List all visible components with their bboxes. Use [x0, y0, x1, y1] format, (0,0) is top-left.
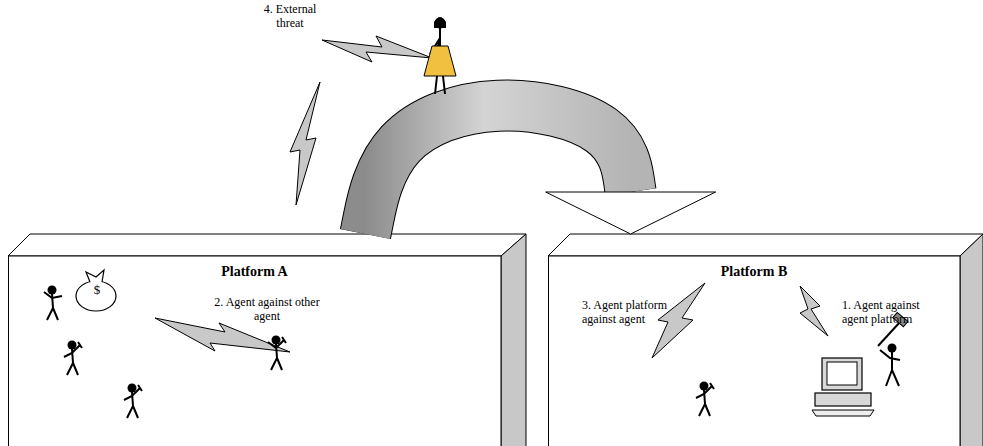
figure-head — [128, 384, 137, 393]
box-front-face — [9, 256, 502, 446]
figure-body — [268, 337, 286, 370]
lightning-bolt — [290, 82, 320, 205]
arrow-head — [546, 192, 716, 234]
platform-box: Platform A — [8, 234, 526, 446]
figure-body — [64, 342, 82, 375]
figure-body — [696, 383, 714, 416]
box-front-face — [549, 256, 961, 446]
box-top-face — [8, 234, 526, 256]
platform-box: Platform B — [548, 234, 983, 446]
computer-keyboard — [812, 410, 874, 416]
migration-arrow — [365, 105, 715, 234]
stick-figure — [696, 382, 714, 417]
figure-head — [436, 20, 445, 29]
threat-label: 4. External threat — [250, 3, 330, 31]
figure-hair — [434, 17, 446, 28]
figure-body — [44, 292, 62, 320]
computer-screen — [827, 362, 857, 385]
lightning-bolt — [800, 286, 828, 336]
stick-figure — [424, 17, 456, 94]
stick-figure — [880, 344, 900, 387]
platform-title: Platform B — [548, 264, 960, 280]
money-bag-tie — [86, 270, 104, 282]
stick-figure — [64, 341, 82, 376]
figure-dress — [424, 46, 456, 76]
figure-head — [48, 286, 57, 295]
arrow-outline — [365, 105, 630, 234]
arrow-band — [365, 105, 630, 234]
computer — [812, 358, 874, 416]
figure-body — [880, 350, 900, 386]
lightning-bolt — [322, 36, 432, 62]
figure-head — [888, 344, 897, 353]
stick-figure — [124, 384, 142, 419]
figure-body — [124, 385, 142, 418]
money-bag — [76, 281, 116, 311]
stick-figure — [44, 286, 62, 321]
computer-base — [815, 393, 871, 406]
figure-head — [272, 336, 281, 345]
box-side-face — [501, 234, 526, 446]
lightning-bolt — [155, 318, 290, 352]
hammer-handle — [878, 322, 900, 346]
computer-monitor — [822, 358, 862, 390]
stick-figure — [268, 336, 286, 371]
platform-title: Platform A — [8, 264, 501, 280]
figure-head — [68, 341, 77, 350]
lightning-bolt — [652, 283, 705, 358]
box-side-face — [960, 234, 983, 446]
figure-body — [430, 28, 445, 94]
hammer-head — [893, 312, 908, 326]
figure-head — [700, 382, 709, 391]
box-top-face — [548, 234, 983, 256]
